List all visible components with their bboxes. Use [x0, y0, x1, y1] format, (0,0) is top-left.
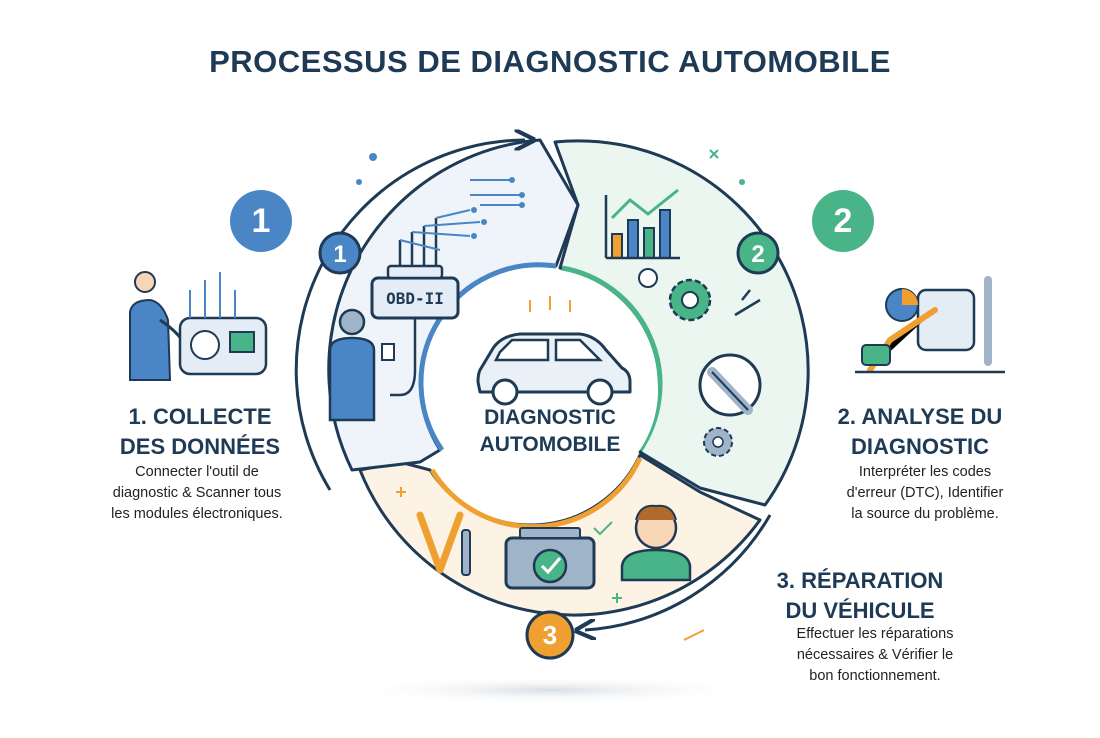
car-icon: [476, 296, 632, 406]
tools-icon: [416, 511, 471, 576]
step-2-title-line1: 2. ANALYSE DU: [837, 404, 1003, 429]
step-3-desc-line1: Effectuer les réparations: [796, 626, 954, 642]
wrench-icon: [698, 289, 762, 417]
inner-badge-2: 2: [736, 231, 780, 275]
step-2-title: 2. ANALYSE DU DIAGNOSTIC: [800, 402, 1040, 462]
step-1-desc-line2: diagnostic & Scanner tous: [112, 485, 282, 501]
right-analysis-illustration: [855, 276, 1005, 374]
step-2-description: Interpréter les codes d'erreur (DTC), Id…: [810, 462, 1040, 525]
step-3-desc-line2: nécessaires & Vérifier le: [796, 647, 954, 663]
step-3-title-line1: 3. RÉPARATION: [776, 568, 944, 593]
step-2-desc-line3: la source du problème.: [851, 506, 999, 522]
step-2-desc-line1: Interpréter les codes: [858, 464, 992, 480]
step-2-desc-line2: d'erreur (DTC), Identifier: [846, 485, 1004, 501]
svg-text:OBD-II: OBD-II: [386, 289, 444, 308]
arrow-to-repair: [585, 514, 772, 630]
gear-icon: [638, 268, 733, 457]
step-2-badge: 2: [812, 190, 874, 252]
step-3-title-line2: DU VÉHICULE: [785, 598, 935, 623]
technician-icon: [328, 308, 395, 422]
step-1-badge: 1: [230, 190, 292, 252]
obd-connector-icon: OBD-II: [370, 177, 525, 397]
decorative-sparkles: [356, 149, 745, 641]
center-label: DIAGNOSTIC AUTOMOBILE: [440, 404, 660, 458]
segment-analysis: [553, 139, 810, 507]
ground-shadow: [340, 676, 760, 704]
step-1-description: Connecter l'outil de diagnostic & Scanne…: [62, 462, 332, 525]
left-technician-illustration: [129, 271, 268, 381]
svg-text:2: 2: [751, 241, 764, 268]
mechanic-avatar-icon: [620, 504, 692, 582]
engine-check-icon: [504, 527, 596, 590]
step-2-title-line2: DIAGNOSTIC: [850, 434, 990, 459]
chart-icon: [604, 188, 680, 260]
step-1-title-line1: 1. COLLECTE: [128, 404, 272, 429]
segment-collection: [327, 138, 580, 472]
step-3-title: 3. RÉPARATION DU VÉHICULE: [740, 566, 980, 626]
step-3-description: Effectuer les réparations nécessaires & …: [760, 624, 990, 687]
center-label-line2: AUTOMOBILE: [479, 433, 621, 456]
svg-text:3: 3: [543, 620, 557, 650]
inner-badge-3: 3: [525, 610, 575, 660]
svg-text:1: 1: [333, 241, 346, 268]
center-label-line1: DIAGNOSTIC: [484, 406, 616, 429]
inner-badge-1: 1: [318, 231, 362, 275]
step-3-desc-line3: bon fonctionnement.: [809, 668, 941, 684]
step-1-desc-line1: Connecter l'outil de: [135, 464, 259, 480]
step-1-title: 1. COLLECTE DES DONNÉES: [80, 402, 320, 462]
step-1-desc-line3: les modules électroniques.: [111, 506, 283, 522]
page-title: PROCESSUS DE DIAGNOSTIC AUTOMOBILE: [209, 44, 891, 79]
step-1-title-line2: DES DONNÉES: [119, 434, 281, 459]
